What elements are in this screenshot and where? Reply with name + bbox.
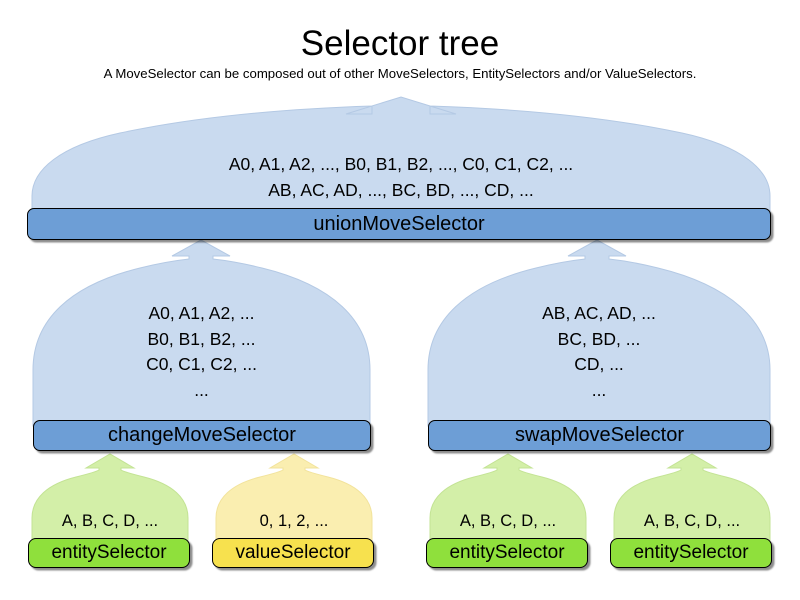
entity-selector-node-1[interactable]: entitySelector: [28, 538, 190, 568]
swap-move-selector-node[interactable]: swapMoveSelector: [428, 420, 771, 451]
union-move-selector-line-2: AB, AC, AD, ..., BC, BD, ..., CD, ...: [268, 179, 534, 200]
value-selector-items: 0, 1, 2, ...: [216, 510, 372, 532]
entity-selector-line-3: A, B, C, D, ...: [643, 512, 741, 530]
change-move-selector-line-3: C0, C1, C2, ...: [146, 354, 257, 374]
value-selector-line-1: 0, 1, 2, ...: [259, 512, 329, 530]
change-move-selector-items: A0, A1, A2, ... B0, B1, B2, ... C0, C1, …: [33, 301, 370, 403]
value-selector-node[interactable]: valueSelector: [212, 538, 374, 568]
union-move-selector-items: A0, A1, A2, ..., B0, B1, B2, ..., C0, C1…: [32, 152, 770, 203]
change-move-selector-line-1: A0, A1, A2, ...: [148, 303, 255, 323]
swap-move-selector-line-3: CD, ...: [574, 354, 624, 374]
change-move-selector-node[interactable]: changeMoveSelector: [33, 420, 371, 451]
union-move-selector-node[interactable]: unionMoveSelector: [27, 208, 771, 240]
swap-move-selector-line-1: AB, AC, AD, ...: [542, 303, 656, 323]
swap-move-selector-line-4: ...: [591, 379, 607, 400]
union-move-selector-line-1: A0, A1, A2, ..., B0, B1, B2, ..., C0, C1…: [228, 154, 574, 174]
entity-selector-node-2[interactable]: entitySelector: [426, 538, 588, 568]
swap-move-selector-items: AB, AC, AD, ... BC, BD, ... CD, ... ...: [428, 301, 770, 403]
entity-selector-node-3[interactable]: entitySelector: [610, 538, 772, 568]
entity-selector-items-1: A, B, C, D, ...: [32, 510, 188, 532]
page-subtitle: A MoveSelector can be composed out of ot…: [103, 66, 697, 81]
swap-move-selector-line-2: BC, BD, ...: [557, 328, 641, 349]
entity-selector-items-2: A, B, C, D, ...: [430, 510, 586, 532]
page-title: Selector tree: [300, 24, 500, 63]
entity-selector-line-2: A, B, C, D, ...: [459, 512, 557, 530]
change-move-selector-line-4: ...: [194, 379, 209, 400]
change-move-selector-line-2: B0, B1, B2, ...: [147, 328, 256, 349]
entity-selector-line-1: A, B, C, D, ...: [61, 512, 159, 530]
entity-selector-items-3: A, B, C, D, ...: [614, 510, 770, 532]
